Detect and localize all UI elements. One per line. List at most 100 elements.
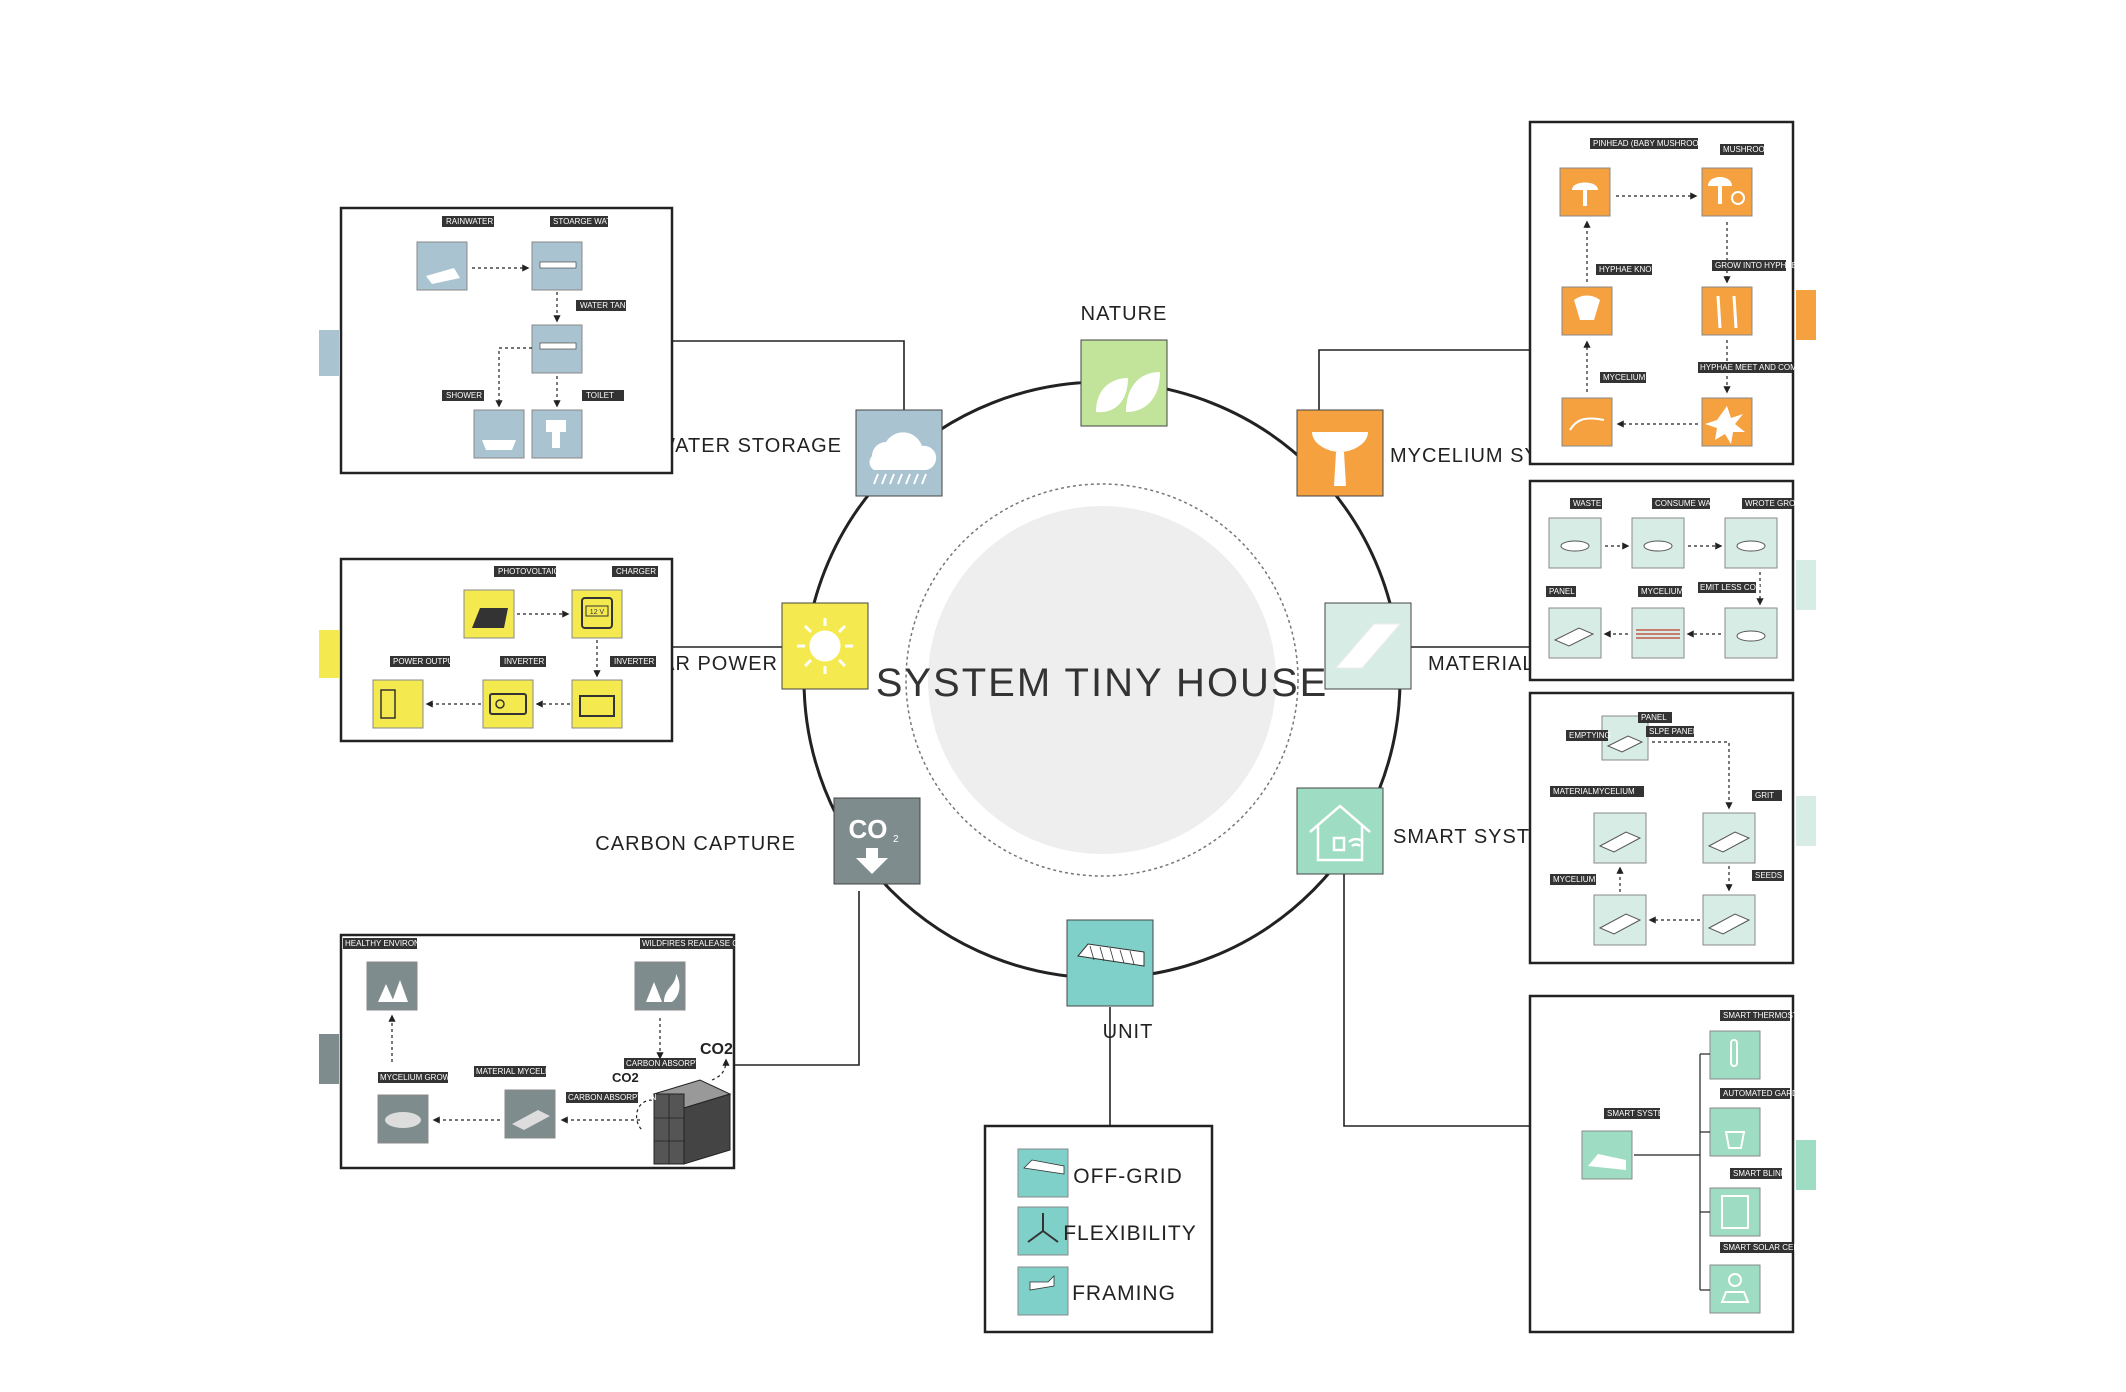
- mycelium-tag: MYCELIUM: [1641, 587, 1684, 596]
- central-ring: SYSTEM TINY HOUSE: [802, 380, 1402, 980]
- process-tab: [1796, 796, 1816, 846]
- smart-system-hub-tag: SMART SYSTEM: [1607, 1109, 1670, 1118]
- mushroom-icon: [1312, 432, 1368, 486]
- grow-into-hyphae-icon: [1701, 286, 1753, 336]
- consume-waste-tag: CONSUME WASTE: [1655, 499, 1726, 508]
- smart-system-panel: SMART SYSTEM SMART THERMOSTAT AUTOMATED …: [1528, 994, 1816, 1334]
- carbon-capture-panel: HEALTHY ENVIRONMENT WILDFIRES REALEASE C…: [319, 933, 767, 1170]
- power-output-tag: POWER OUTPUT: [393, 657, 458, 666]
- water-tank-tag: WATER TANK: [580, 301, 631, 310]
- mycelium-tab: [1796, 290, 1816, 340]
- mycelium-node[interactable]: [1296, 409, 1384, 497]
- materials-tab: [1796, 560, 1816, 610]
- co2-label-a: CO2: [612, 1070, 639, 1085]
- material-mycelium-icon: [504, 1089, 556, 1139]
- water-tab: [319, 330, 339, 376]
- unit-node[interactable]: [1066, 919, 1154, 1007]
- mycelium-stage-icon: [1561, 397, 1613, 447]
- photovoltaic-tag: PHOTOVOLTAIC: [498, 567, 560, 576]
- automated-garden-tag: AUTOMATED GARDEN: [1723, 1089, 1809, 1098]
- material-mycelium-process-tag: MATERIALMYCELIUM: [1553, 787, 1635, 796]
- material-mycelium-tag: MATERIAL MYCELIUM: [476, 1067, 560, 1076]
- carbon-tab: [319, 1034, 339, 1084]
- svg-text:12 V: 12 V: [590, 609, 605, 616]
- framing-icon: [1017, 1266, 1069, 1316]
- seeds-tag: SEEDS: [1755, 871, 1782, 880]
- center-title: SYSTEM TINY HOUSE: [876, 661, 1329, 705]
- hyphae-knot-tag: HYPHAE KNOT: [1599, 265, 1656, 274]
- hyphae-meet-tag: HYPHAE MEET AND COMBINE: [1700, 363, 1815, 372]
- mycelium-growing-tag: MYCELIUM GROWING: [380, 1073, 464, 1082]
- carbon-absorption-bottom-tag: CARBON ABSORPTION: [568, 1093, 657, 1102]
- mycelium-process-tag: MYCELIUM: [1553, 875, 1596, 884]
- panel-icon: [1334, 623, 1402, 669]
- unit-panel: OFF-GRID FLEXIBILITY FRAMING: [983, 1124, 1214, 1334]
- flexibility-label: FLEXIBILITY: [1063, 1222, 1197, 1245]
- inner-dashed-ring: [905, 483, 1299, 877]
- panel-process-panel: EMPTYING PANEL SLPE PANEL MATERIALMYCELI…: [1528, 691, 1816, 965]
- unit-label: UNIT: [1103, 1021, 1154, 1043]
- smart-system-node[interactable]: [1296, 787, 1384, 875]
- carbon-capture-node[interactable]: CO 2: [833, 797, 921, 885]
- grit-tag: GRIT: [1755, 791, 1774, 800]
- toilet-tag: TOILET: [586, 391, 614, 400]
- smart-blinds-tag: SMART BLINDS: [1733, 1169, 1792, 1178]
- water-storage-panel: RAINWATER STOARGE WATER WATER TANK SHOWE…: [319, 206, 674, 475]
- nature-label: NATURE: [1081, 303, 1168, 325]
- solar-power-panel: 12 V PHOTOVOLTAIC CHARGER INVERTER INVER…: [319, 557, 674, 743]
- mycelium-panel: PINHEAD (BABY MUSHROOM) MUSHROOM HYPHAE …: [1528, 120, 1816, 466]
- mushroom-tag: MUSHROOM: [1723, 145, 1772, 154]
- charger-tag: CHARGER: [616, 567, 656, 576]
- mycelium-mat-icon: [1631, 607, 1685, 659]
- shower-icon: [473, 409, 525, 459]
- svg-text:2: 2: [893, 834, 899, 845]
- center-disc: [928, 506, 1276, 854]
- mushroom-stage-icon: [1701, 167, 1753, 217]
- carbon-absorption-top-tag: CARBON ABSORPTION: [626, 1059, 715, 1068]
- materials-node[interactable]: [1324, 602, 1412, 690]
- smart-solar-cells-icon: [1709, 1264, 1761, 1314]
- rainwater-tag: RAINWATER: [446, 217, 493, 226]
- inverter-tag-b: INVERTER: [504, 657, 545, 666]
- solar-power-node[interactable]: [781, 602, 869, 690]
- svg-text:CO: CO: [849, 814, 888, 844]
- rainwater-icon: [416, 241, 468, 291]
- wildfires-tag: WILDFIRES REALEASE CARBON: [642, 939, 767, 948]
- framing-label: FRAMING: [1072, 1282, 1176, 1305]
- mycelium-stage-tag: MYCELIUM: [1603, 373, 1646, 382]
- leaf-icon: [1096, 372, 1160, 413]
- co2-icon: CO 2: [849, 814, 899, 874]
- waste-tag: WASTE: [1573, 499, 1601, 508]
- co2-label-b: CO2: [700, 1041, 733, 1058]
- inverter-icon: [482, 679, 534, 729]
- emptying-tag: EMPTYING: [1569, 731, 1611, 740]
- smart-home-icon: [1309, 804, 1371, 862]
- water-storage-label: WATER STORAGE: [656, 435, 842, 457]
- wrote-grows-tag: WROTE GROWS: [1745, 499, 1808, 508]
- smart-tab: [1796, 1140, 1816, 1190]
- storage-water-tag: STOARGE WATER: [553, 217, 622, 226]
- panel-tag: PANEL: [1549, 587, 1575, 596]
- pinhead-tag: PINHEAD (BABY MUSHROOM): [1593, 139, 1708, 148]
- materials-panel: WASTE CONSUME WASTE WROTE GROWS PANEL MY…: [1528, 479, 1816, 682]
- materials-label: MATERIALS: [1428, 653, 1549, 675]
- smart-thermostat-tag: SMART THERMOSTAT: [1723, 1011, 1807, 1020]
- slpe-panel-tag: SLPE PANEL: [1649, 727, 1698, 736]
- shower-tag: SHOWER: [446, 391, 482, 400]
- nature-node[interactable]: [1080, 339, 1168, 427]
- healthy-environment-tag: HEALTHY ENVIRONMENT: [345, 939, 443, 948]
- healthy-environment-icon: [366, 961, 418, 1011]
- sun-icon: [797, 618, 853, 674]
- rain-cloud-icon: [869, 432, 937, 485]
- smart-system-hub-icon: [1581, 1130, 1633, 1180]
- roof-unit-icon: [1077, 943, 1145, 967]
- water-storage-node[interactable]: [855, 409, 943, 497]
- carbon-cube-icon: [652, 1079, 732, 1165]
- grow-into-hyphae-tag: GROW INTO HYPHAE: [1715, 261, 1797, 270]
- inverter-tag-a: INVERTER: [614, 657, 655, 666]
- solar-tab: [319, 630, 339, 678]
- smart-solar-cells-tag: SMART SOLAR CELLS: [1723, 1243, 1808, 1252]
- panel-process-tag: PANEL: [1641, 713, 1667, 722]
- off-grid-label: OFF-GRID: [1073, 1165, 1182, 1188]
